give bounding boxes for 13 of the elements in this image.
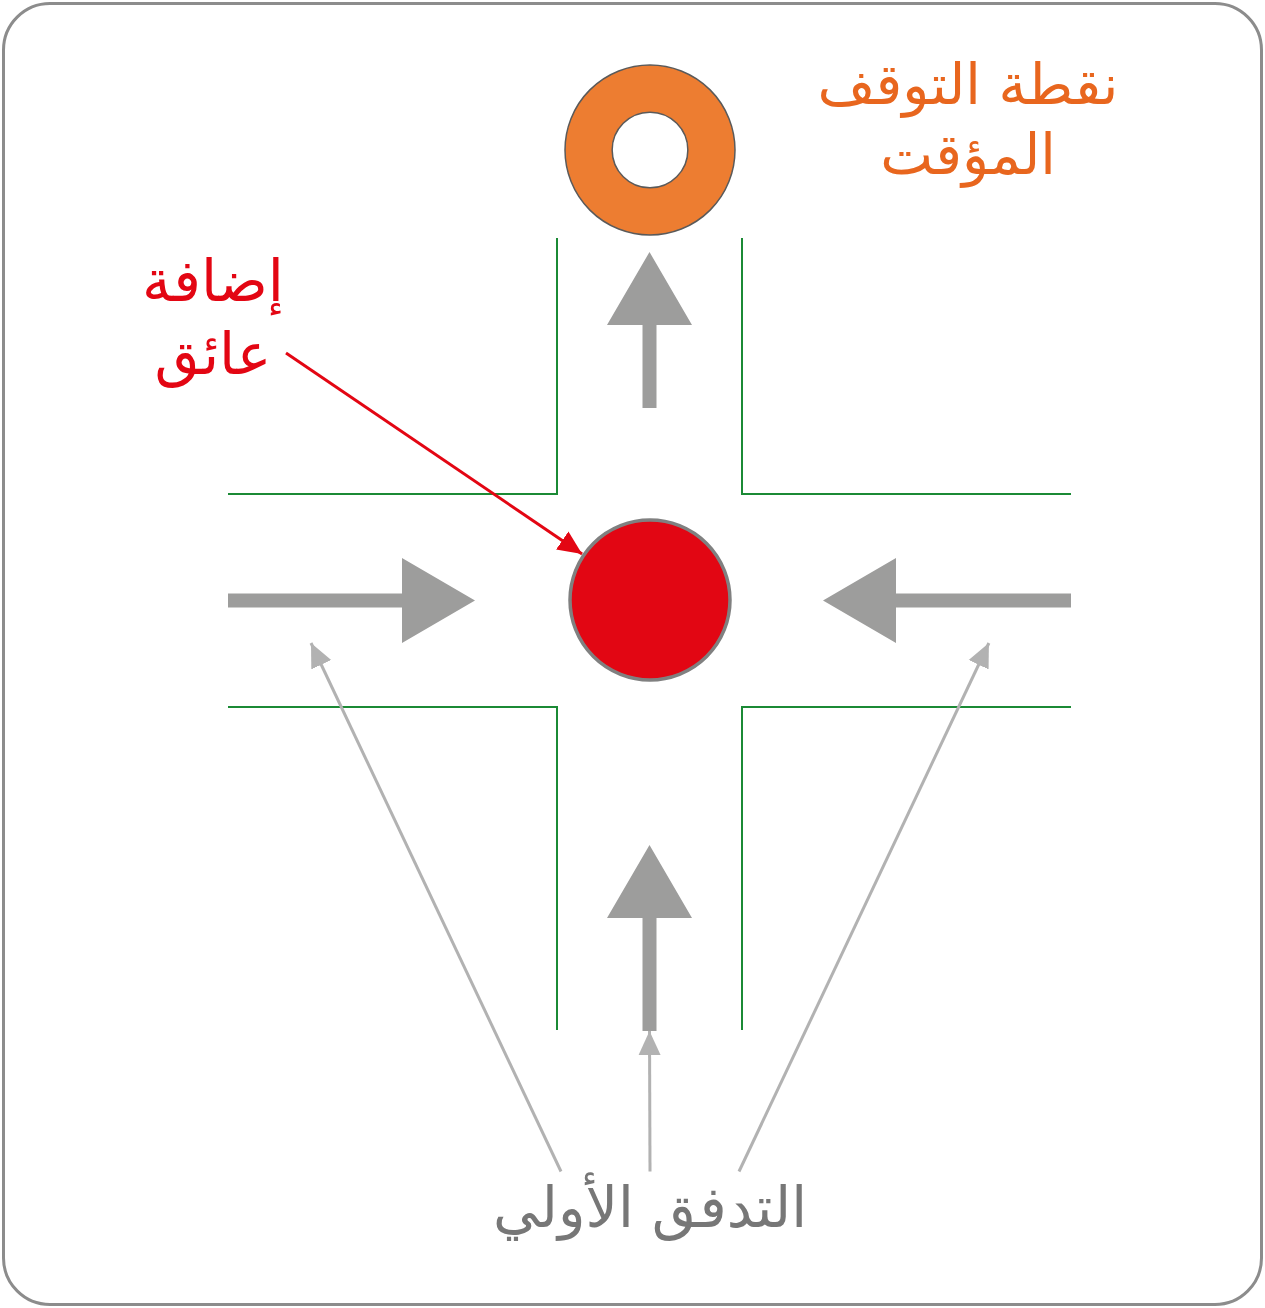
stop-point-label: نقطة التوقف المؤقت: [816, 51, 1120, 190]
flow-arrow: [607, 252, 692, 408]
obstacle-label: إضافة عائق: [140, 245, 286, 391]
flow-arrow: [607, 845, 692, 1031]
leader-line: [309, 642, 563, 1173]
leader-line: [737, 642, 991, 1173]
flow-arrow: [823, 558, 1071, 643]
leader-line: [638, 1031, 661, 1172]
flow-arrow: [228, 558, 475, 643]
leader-line: [285, 351, 583, 556]
obstacle-circle: [568, 518, 732, 682]
flow-label: التدفق الأولي: [491, 1171, 809, 1243]
stop-point-ring: [564, 64, 736, 236]
